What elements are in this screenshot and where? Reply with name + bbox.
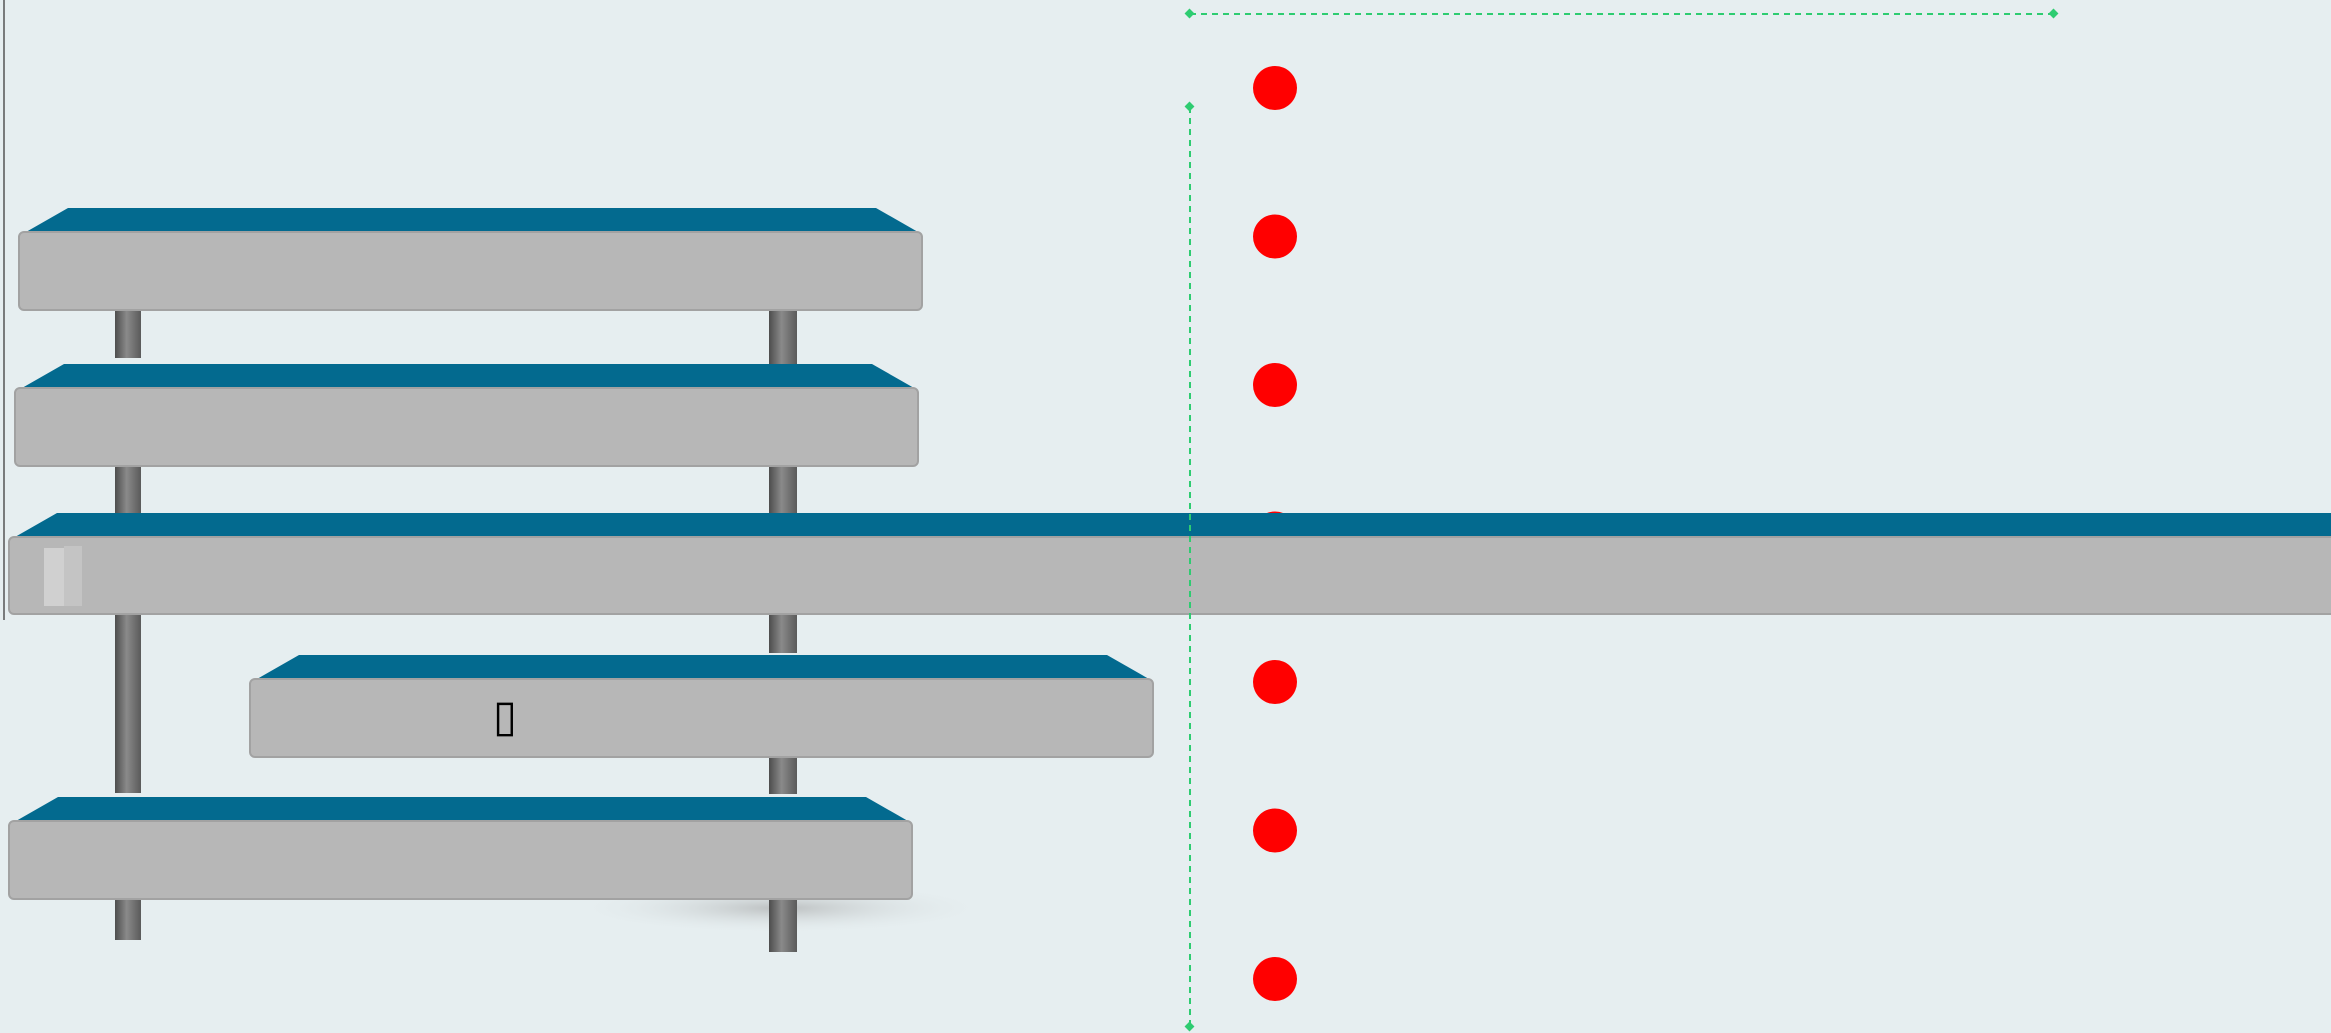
circle-marker-icon[interactable] [1253, 808, 1297, 853]
post-right-4 [769, 752, 797, 794]
shelf-3-extended[interactable] [8, 513, 2331, 615]
guide-endpoint-icon [1184, 8, 1195, 19]
shelf-highlight-block [64, 546, 82, 606]
post-left-1 [115, 310, 141, 358]
post-left-2 [115, 467, 141, 519]
shelf-front-panel [18, 231, 923, 311]
glyph-box-icon: ▯ [493, 691, 517, 742]
shelf-top-surface [26, 208, 918, 232]
shelf-top-surface [15, 513, 2331, 537]
shelf-5[interactable] [8, 797, 913, 900]
circle-marker-icon[interactable] [1253, 363, 1297, 407]
shelf-top-surface [257, 655, 1149, 679]
post-right-5 [769, 890, 797, 952]
circle-marker-icon[interactable] [1253, 957, 1297, 1001]
shelf-2[interactable] [14, 364, 919, 467]
guide-endpoint-icon [1184, 101, 1195, 112]
support-posts [115, 304, 797, 952]
shelf-top-surface [22, 364, 914, 388]
shelf-top-surface [16, 797, 908, 821]
post-right-3 [769, 610, 797, 653]
post-right-1 [769, 304, 797, 368]
measurement-guides [1184, 8, 2059, 1032]
circle-marker-icon[interactable] [1253, 660, 1297, 704]
guide-endpoint-icon [2048, 8, 2059, 19]
shelf-front-panel [249, 678, 1154, 758]
post-left-3 [115, 610, 141, 793]
circle-marker-icon[interactable] [1253, 214, 1297, 259]
marker-column [1253, 66, 1297, 1001]
shelf-highlight-block [44, 548, 64, 606]
post-right-2 [769, 461, 797, 517]
shelf-front-panel [8, 820, 913, 900]
shelf-1[interactable] [18, 208, 923, 311]
shelf-4-offset[interactable]: ▯ [249, 655, 1154, 758]
shelf-front-panel [8, 536, 2331, 615]
circle-marker-icon[interactable] [1253, 66, 1297, 110]
shelf-front-panel [14, 387, 919, 467]
guide-endpoint-icon [1184, 1021, 1195, 1032]
